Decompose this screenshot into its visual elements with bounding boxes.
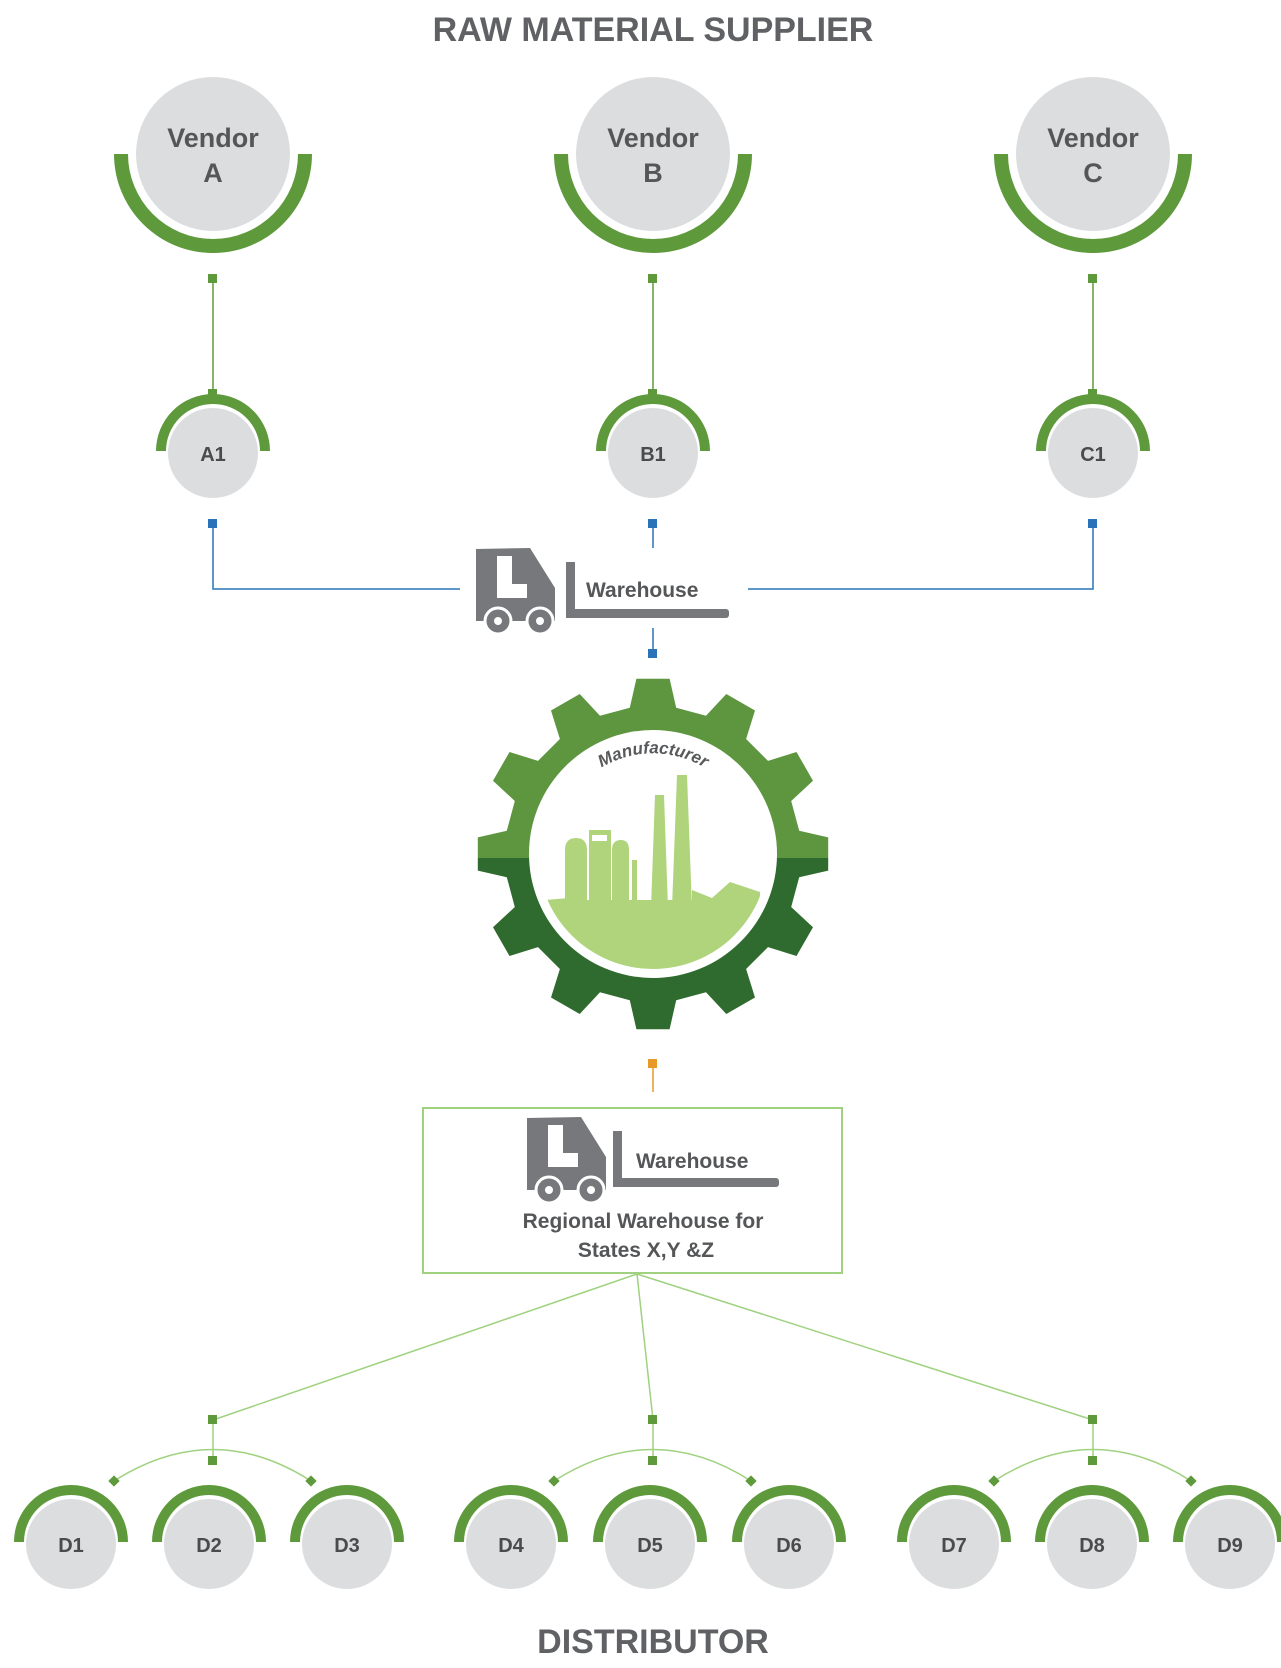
vendor-b-circle bbox=[576, 77, 730, 231]
warehouse-top-label: Warehouse bbox=[586, 579, 698, 602]
sub-supplier-b1-circle bbox=[608, 408, 698, 498]
vendor-connectors bbox=[208, 274, 1097, 398]
distributor-arc bbox=[152, 1485, 266, 1542]
regional-warehouse-box: Warehouse Regional Warehouse for States … bbox=[422, 1107, 843, 1274]
distributor-title: DISTRIBUTOR bbox=[537, 1623, 769, 1661]
raw-material-supplier-title: RAW MATERIAL SUPPLIER bbox=[433, 11, 874, 49]
distributor-circle bbox=[26, 1499, 116, 1589]
distributor-circle bbox=[302, 1499, 392, 1589]
distributor-d6-node: D6 bbox=[732, 1485, 846, 1589]
factory-icon bbox=[538, 775, 760, 969]
sub-supplier-c1-arc bbox=[1036, 394, 1150, 451]
manufacturer-node: Manufacturer bbox=[477, 678, 829, 1030]
distributor-d5-node: D5 bbox=[593, 1485, 707, 1589]
vendor-a-arc bbox=[114, 154, 312, 253]
distributor-circle bbox=[1047, 1499, 1137, 1589]
vendor-c-arc bbox=[994, 154, 1192, 253]
sub-supplier-a1-circle bbox=[168, 408, 258, 498]
vendor-b-label-line1: Vendor bbox=[607, 123, 699, 153]
sub-supplier-a1-node: A1 bbox=[156, 394, 270, 498]
distributor-arc bbox=[897, 1485, 1011, 1542]
regional-warehouse-label: Warehouse bbox=[636, 1150, 748, 1173]
distributor-d2-node: D2 bbox=[152, 1485, 266, 1589]
vendor-a-label-line2: A bbox=[203, 158, 223, 188]
warehouse-top: Warehouse bbox=[476, 548, 729, 636]
distributor-d1-node: D1 bbox=[14, 1485, 128, 1589]
vendor-c-label-line2: C bbox=[1083, 158, 1103, 188]
distributor-arc bbox=[1035, 1485, 1149, 1542]
distributor-circle bbox=[605, 1499, 695, 1589]
vendor-a-node: Vendor A bbox=[114, 77, 312, 253]
forklift-icon bbox=[527, 1117, 779, 1205]
distributor-arc bbox=[593, 1485, 707, 1542]
sub-supplier-a1-label: A1 bbox=[200, 444, 226, 466]
vendor-c-label-line1: Vendor bbox=[1047, 123, 1139, 153]
distributor-label: D6 bbox=[776, 1535, 802, 1557]
vendor-a-label-line1: Vendor bbox=[167, 123, 259, 153]
distributor-nodes: D1 D2 D3 D4 D5 D6 D7 D8 D9 bbox=[14, 1485, 1281, 1589]
distribution-connector-markers bbox=[108, 1415, 1197, 1487]
distributor-label: D4 bbox=[498, 1535, 524, 1557]
distributor-label: D9 bbox=[1217, 1535, 1243, 1557]
distributor-label: D5 bbox=[637, 1535, 663, 1557]
manufacturer-to-regional-connector bbox=[648, 1059, 657, 1092]
sub-supplier-c1-node: C1 bbox=[1036, 394, 1150, 498]
sub-supplier-b1-node: B1 bbox=[596, 394, 710, 498]
sub-supplier-c1-label: C1 bbox=[1080, 444, 1106, 466]
vendor-b-node: Vendor B bbox=[554, 77, 752, 253]
regional-warehouse-caption-line1: Regional Warehouse for bbox=[523, 1210, 764, 1233]
distributor-label: D7 bbox=[941, 1535, 967, 1557]
sub-supplier-a1-arc bbox=[156, 394, 270, 451]
distributor-arc bbox=[732, 1485, 846, 1542]
distributor-circle bbox=[466, 1499, 556, 1589]
distributor-arc bbox=[290, 1485, 404, 1542]
distributor-circle bbox=[744, 1499, 834, 1589]
vendor-b-label-line2: B bbox=[643, 158, 663, 188]
distributor-label: D8 bbox=[1079, 1535, 1105, 1557]
distributor-d8-node: D8 bbox=[1035, 1485, 1149, 1589]
warehouse-connector-markers bbox=[208, 519, 1097, 658]
distributor-arc bbox=[454, 1485, 568, 1542]
distributor-arc bbox=[14, 1485, 128, 1542]
warehouse-connectors bbox=[212, 524, 1094, 653]
distributor-circle bbox=[164, 1499, 254, 1589]
regional-warehouse-caption-line2: States X,Y &Z bbox=[578, 1239, 714, 1262]
distributor-d3-node: D3 bbox=[290, 1485, 404, 1589]
vendor-a-circle bbox=[136, 77, 290, 231]
vendor-c-circle bbox=[1016, 77, 1170, 231]
distributor-d4-node: D4 bbox=[454, 1485, 568, 1589]
distributor-circle bbox=[1185, 1499, 1275, 1589]
sub-supplier-c1-circle bbox=[1048, 408, 1138, 498]
distributor-label: D3 bbox=[334, 1535, 360, 1557]
distribution-connectors bbox=[113, 1273, 1192, 1482]
distributor-circle bbox=[909, 1499, 999, 1589]
distributor-d9-node: D9 bbox=[1173, 1485, 1281, 1589]
sub-supplier-b1-label: B1 bbox=[640, 444, 666, 466]
vendor-b-arc bbox=[554, 154, 752, 253]
distributor-label: D1 bbox=[58, 1535, 84, 1557]
distributor-label: D2 bbox=[196, 1535, 222, 1557]
distributor-arc bbox=[1173, 1485, 1281, 1542]
forklift-icon bbox=[476, 548, 729, 636]
distributor-d7-node: D7 bbox=[897, 1485, 1011, 1589]
vendor-c-node: Vendor C bbox=[994, 77, 1192, 253]
sub-supplier-b1-arc bbox=[596, 394, 710, 451]
